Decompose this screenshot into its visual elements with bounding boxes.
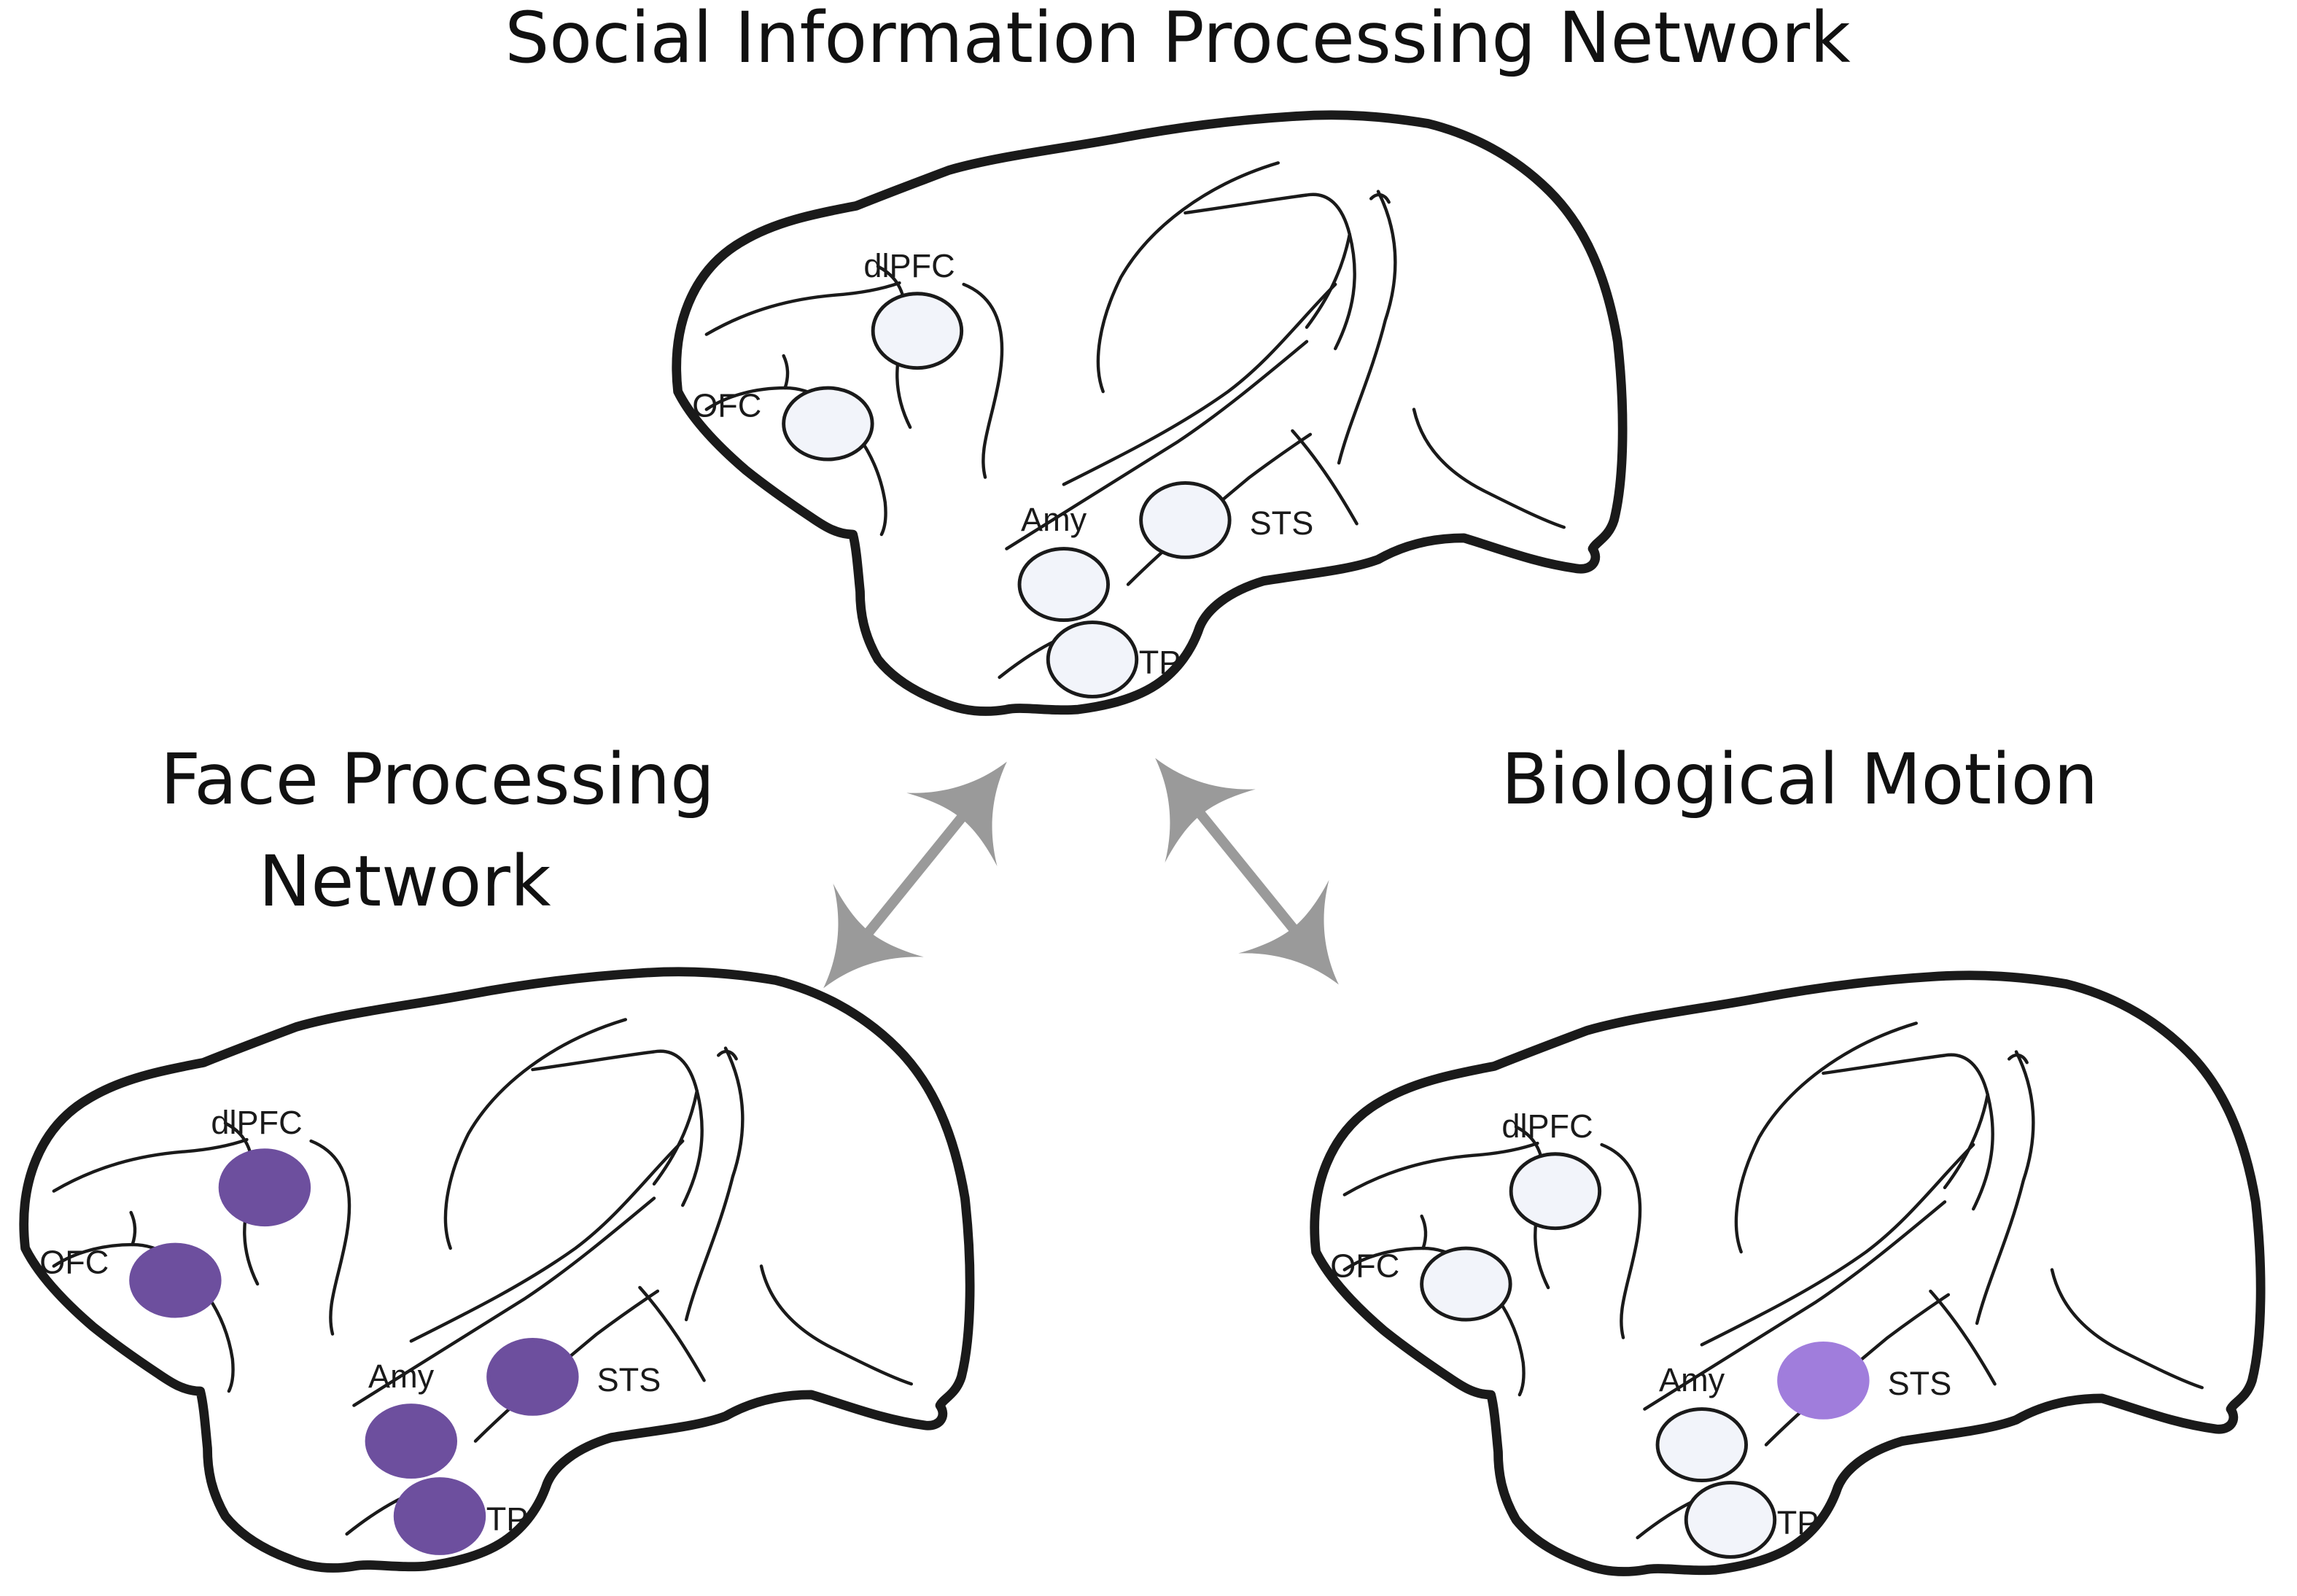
right-label-amy: Amy bbox=[1659, 1361, 1725, 1398]
left-region-ofc bbox=[129, 1242, 222, 1318]
arrow-top-to-motion bbox=[1109, 721, 1385, 1021]
left-region-amy bbox=[365, 1404, 458, 1479]
top-region-amy bbox=[1017, 547, 1111, 623]
top-label-tp: TP bbox=[1139, 644, 1181, 681]
top-region-tp bbox=[1046, 620, 1139, 698]
title-face-network-line2: Network bbox=[259, 841, 551, 922]
top-label-amy: Amy bbox=[1021, 501, 1087, 538]
left-label-ofc: OFC bbox=[39, 1243, 109, 1280]
right-region-dlpfc bbox=[1509, 1152, 1602, 1231]
right-region-ofc bbox=[1420, 1246, 1512, 1322]
right-label-ofc: OFC bbox=[1330, 1247, 1399, 1284]
right-region-tp bbox=[1684, 1481, 1777, 1559]
left-label-dlpfc: dlPFC bbox=[211, 1104, 302, 1141]
arrow-top-to-face bbox=[777, 725, 1053, 1025]
left-region-tp bbox=[393, 1477, 486, 1555]
right-region-sts bbox=[1777, 1341, 1870, 1420]
left-label-tp: TP bbox=[486, 1500, 529, 1538]
brain-biological-motion: dlPFC OFC Amy STS TP bbox=[1315, 976, 2261, 1572]
left-label-amy: Amy bbox=[368, 1358, 435, 1395]
top-region-ofc bbox=[782, 386, 874, 462]
top-label-sts: STS bbox=[1250, 505, 1314, 542]
right-label-dlpfc: dlPFC bbox=[1501, 1108, 1593, 1145]
left-region-dlpfc bbox=[218, 1148, 311, 1227]
title-biological-motion: Biological Motion bbox=[1501, 739, 2099, 820]
top-region-dlpfc bbox=[871, 292, 964, 370]
right-label-sts: STS bbox=[1888, 1365, 1952, 1402]
top-label-dlpfc: dlPFC bbox=[863, 247, 955, 284]
left-region-sts bbox=[486, 1337, 579, 1416]
brain-social-network: dlPFC OFC Amy STS TP bbox=[677, 115, 1622, 712]
brain-face-network: dlPFC OFC Amy STS TP bbox=[24, 972, 970, 1568]
left-label-sts: STS bbox=[597, 1361, 661, 1398]
top-label-ofc: OFC bbox=[692, 386, 761, 424]
right-region-amy bbox=[1655, 1407, 1749, 1483]
title-face-network-line1: Face Processing bbox=[160, 739, 715, 820]
right-label-tp: TP bbox=[1777, 1504, 1819, 1541]
top-region-sts bbox=[1139, 480, 1232, 559]
title-social-network: Social Information Processing Network bbox=[505, 0, 1851, 79]
